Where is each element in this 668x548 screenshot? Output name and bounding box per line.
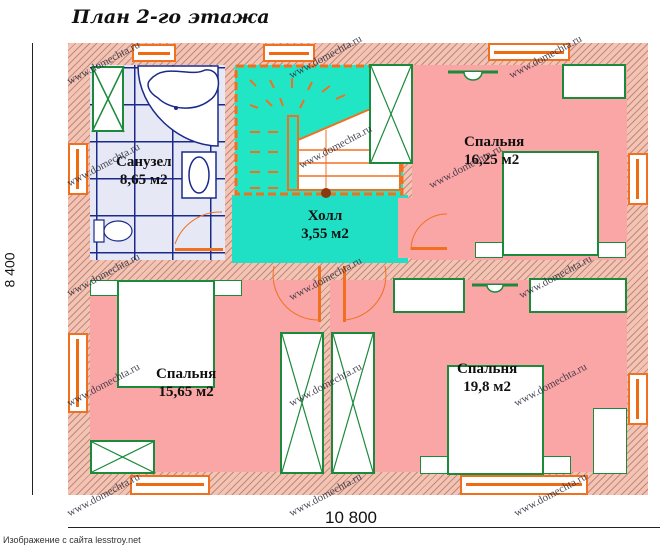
hall-floor: [232, 195, 408, 263]
bedside-sw-right: [214, 280, 242, 296]
window-bedroom-se-bottom: [460, 475, 588, 495]
room-name: Санузел: [116, 154, 172, 170]
bedside-sw-left: [90, 280, 118, 296]
window-stair-top: [263, 44, 315, 62]
room-label-bedroom-ne: Спальня 16,25 м2: [464, 133, 524, 169]
room-label-bathroom: Санузел 8,65 м2: [116, 153, 172, 189]
window-bedroom-sw-left: [68, 333, 88, 413]
window-bedroom-sw-bottom: [130, 475, 210, 495]
image-credit: Изображение с сайта lesstroy.net: [3, 535, 141, 545]
window-bedroom-ne-top: [488, 43, 570, 61]
room-name: Холл: [307, 208, 343, 224]
room-area: 16,25 м2: [464, 152, 520, 168]
window-bedroom-se-right: [628, 373, 648, 425]
room-label-bedroom-sw: Спальня 15,65 м2: [156, 365, 216, 401]
room-name: Спальня: [156, 366, 217, 382]
dresser-se-left: [393, 278, 465, 313]
dresser-ne: [562, 64, 626, 99]
width-dimension-line: [68, 527, 660, 528]
bed-ne: [502, 151, 599, 256]
bedside-se-right: [543, 456, 571, 474]
room-label-hall: Холл 3,55 м2: [295, 207, 355, 243]
window-bathroom-left: [68, 143, 88, 195]
plan-title: План 2-го этажа: [72, 6, 270, 28]
window-bedroom-ne-right: [628, 153, 648, 205]
room-name: Спальня: [464, 134, 525, 150]
bedside-se-left: [420, 456, 448, 474]
bedside-ne-left: [475, 242, 503, 258]
window-bathroom-top: [132, 44, 176, 62]
height-dimension-line: [32, 43, 33, 495]
room-name: Спальня: [457, 361, 518, 377]
room-area: 3,55 м2: [301, 226, 349, 242]
bed-sw: [117, 280, 215, 388]
bedside-ne-right: [598, 242, 626, 258]
bed-se: [447, 365, 544, 475]
width-dimension-label: 10 800: [325, 508, 377, 527]
room-area: 19,8 м2: [463, 379, 511, 395]
room-area: 8,65 м2: [119, 172, 168, 188]
dresser-se-right: [529, 278, 627, 313]
room-label-bedroom-se: Спальня 19,8 м2: [457, 360, 517, 396]
cabinet-se: [593, 408, 627, 474]
room-area: 15,65 м2: [158, 384, 214, 400]
